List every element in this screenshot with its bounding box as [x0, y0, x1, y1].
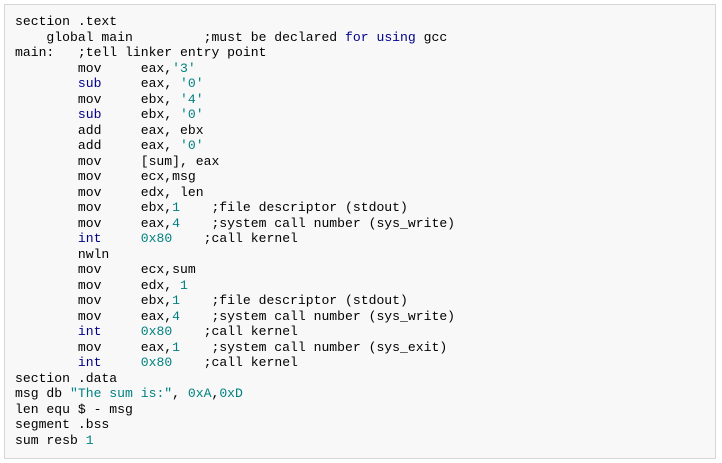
code-token: '0': [180, 107, 204, 122]
code-token: mov ebx,: [15, 91, 181, 107]
code-token: global main ;must be declared: [15, 29, 346, 45]
code-line: mov ebx, '4': [15, 92, 715, 108]
code-line: mov eax,4 ;system call number (sys_write…: [15, 216, 715, 232]
code-token: using: [376, 29, 416, 45]
code-token: int: [77, 324, 102, 339]
code-line: mov eax,1 ;system call number (sys_exit): [15, 340, 715, 356]
code-token: segment .bss: [15, 417, 110, 432]
code-token: mov ecx,msg: [15, 169, 196, 184]
code-line: sub eax, '0': [15, 76, 715, 92]
code-token: 0x80: [140, 355, 173, 370]
code-line: mov ebx,1 ;file descriptor (stdout): [15, 200, 715, 216]
code-line: add eax, ebx: [15, 123, 715, 139]
code-token: 0xA: [187, 386, 212, 401]
code-token: len equ $ - msg: [15, 401, 133, 417]
code-token: nwln: [15, 246, 110, 262]
code-token: mov [sum], eax: [15, 153, 220, 169]
code-token: ,: [211, 386, 220, 401]
code-token: '4': [180, 91, 204, 107]
code-line: len equ $ - msg: [15, 402, 715, 418]
code-line: msg db "The sum is:", 0xA,0xD: [15, 386, 715, 402]
code-token: 1: [85, 432, 94, 448]
code-token: mov eax,: [15, 339, 173, 355]
code-line: sub ebx, '0': [15, 107, 715, 123]
code-line: section .text: [15, 14, 715, 30]
code-token: "The sum is:": [70, 386, 173, 401]
code-line: mov edx, len: [15, 185, 715, 201]
code-token: mov edx,: [15, 277, 181, 293]
code-token: section .text: [15, 14, 118, 29]
code-token: ;call kernel: [172, 231, 298, 246]
code-token: 1: [172, 339, 181, 355]
code-token: 0x80: [140, 231, 173, 246]
code-token: ,: [172, 386, 188, 401]
code-token: [101, 355, 140, 370]
code-token: eax,: [101, 76, 181, 91]
code-line: int 0x80 ;call kernel: [15, 231, 715, 247]
code-line: int 0x80 ;call kernel: [15, 355, 715, 371]
code-token: sub: [77, 107, 102, 122]
code-token: [15, 231, 78, 246]
code-token: '3': [172, 60, 196, 76]
code-line: mov ebx,1 ;file descriptor (stdout): [15, 293, 715, 309]
code-token: ;file descriptor (stdout): [180, 293, 408, 308]
code-line: mov edx, 1: [15, 278, 715, 294]
code-token: 1: [172, 200, 181, 215]
code-token: 1: [172, 293, 181, 308]
code-token: mov ebx,: [15, 200, 173, 215]
code-token: for: [345, 29, 369, 45]
code-token: [15, 76, 78, 91]
code-token: gcc: [415, 29, 448, 45]
code-token: mov edx, len: [15, 184, 204, 200]
code-token: int: [77, 355, 102, 370]
code-token: mov eax,: [15, 60, 173, 76]
code-line: segment .bss: [15, 417, 715, 433]
code-token: ebx,: [101, 107, 181, 122]
code-token: mov eax,: [15, 308, 173, 324]
code-token: mov ecx,sum: [15, 262, 196, 277]
code-line: section .data: [15, 371, 715, 387]
code-line: nwln: [15, 247, 715, 263]
code-line: mov ecx,msg: [15, 169, 715, 185]
code-token: ;system call number (sys_exit): [180, 339, 448, 355]
code-token: sum resb: [15, 432, 86, 448]
code-token: ;system call number (sys_write): [180, 308, 456, 324]
code-token: ;system call number (sys_write): [180, 215, 456, 231]
code-token: add eax, ebx: [15, 122, 204, 138]
code-token: mov ebx,: [15, 293, 173, 308]
code-token: 4: [172, 215, 181, 231]
code-token: '0': [180, 138, 204, 153]
code-token: [15, 355, 78, 370]
code-token: 0xD: [219, 386, 243, 401]
code-line: add eax, '0': [15, 138, 715, 154]
code-line: mov eax,4 ;system call number (sys_write…: [15, 309, 715, 325]
code-line: mov eax,'3': [15, 61, 715, 77]
code-token: msg db: [15, 386, 71, 401]
code-token: ;file descriptor (stdout): [180, 200, 408, 215]
code-token: '0': [180, 76, 204, 91]
code-token: main: ;tell linker entry point: [15, 45, 267, 60]
code-line: int 0x80 ;call kernel: [15, 324, 715, 340]
code-line: main: ;tell linker entry point: [15, 45, 715, 61]
code-token: [101, 324, 140, 339]
code-line: global main ;must be declared for using …: [15, 30, 715, 46]
code-token: ;call kernel: [172, 324, 298, 339]
code-token: sub: [77, 76, 102, 91]
code-token: [15, 107, 78, 122]
code-token: 0x80: [140, 324, 173, 339]
code-token: int: [77, 231, 102, 246]
code-token: section .data: [15, 370, 118, 386]
code-listing-panel: section .text global main ;must be decla…: [4, 4, 716, 459]
code-token: ;call kernel: [172, 355, 298, 370]
code-line: mov [sum], eax: [15, 154, 715, 170]
code-token: 1: [180, 277, 188, 293]
code-token: mov eax,: [15, 215, 173, 231]
code-token: add eax,: [15, 138, 181, 153]
code-token: [15, 324, 78, 339]
code-line: sum resb 1: [15, 433, 715, 449]
code-token: [101, 231, 140, 246]
code-token: 4: [172, 308, 181, 324]
code-block[interactable]: section .text global main ;must be decla…: [15, 14, 715, 448]
code-line: mov ecx,sum: [15, 262, 715, 278]
